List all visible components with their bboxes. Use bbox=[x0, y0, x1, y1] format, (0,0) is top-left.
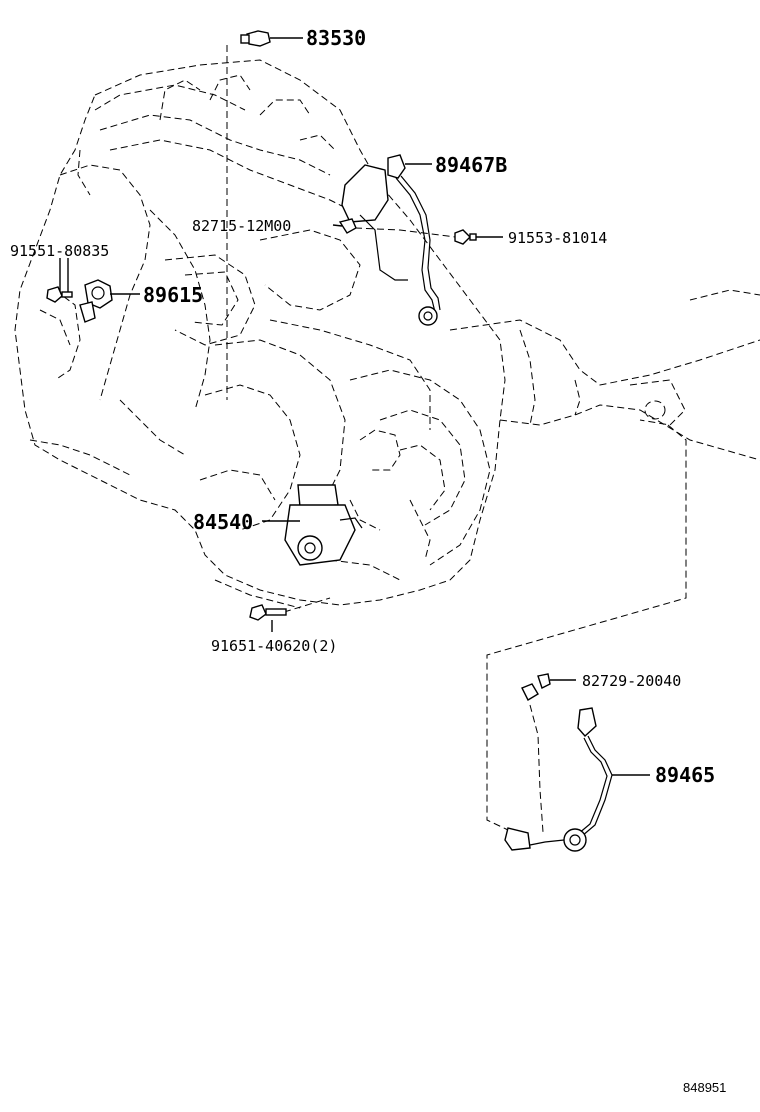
label-84540: 84540 bbox=[193, 510, 253, 534]
diagram-code: 848951 bbox=[683, 1080, 726, 1095]
part-89465 bbox=[504, 707, 650, 852]
label-89465: 89465 bbox=[655, 763, 715, 787]
label-91651-40620: 91651-40620(2) bbox=[211, 637, 337, 655]
engine-assembly-outline bbox=[14, 59, 760, 609]
part-82729 bbox=[521, 673, 576, 701]
label-89467b: 89467B bbox=[435, 153, 507, 177]
label-91551-80835: 91551-80835 bbox=[10, 242, 109, 260]
label-83530: 83530 bbox=[306, 26, 366, 50]
part-91651 bbox=[249, 604, 287, 632]
part-82715 bbox=[332, 218, 357, 234]
location-lines bbox=[226, 45, 687, 833]
label-89615: 89615 bbox=[143, 283, 203, 307]
part-91551 bbox=[46, 258, 73, 303]
part-89467b bbox=[341, 154, 441, 326]
label-82715-12m00: 82715-12M00 bbox=[192, 217, 291, 235]
part-84540 bbox=[262, 484, 363, 566]
part-83530 bbox=[240, 30, 303, 47]
label-91553-81014: 91553-81014 bbox=[508, 229, 607, 247]
label-82729-20040: 82729-20040 bbox=[582, 672, 681, 690]
part-91553 bbox=[454, 229, 503, 245]
part-89615 bbox=[79, 279, 140, 323]
